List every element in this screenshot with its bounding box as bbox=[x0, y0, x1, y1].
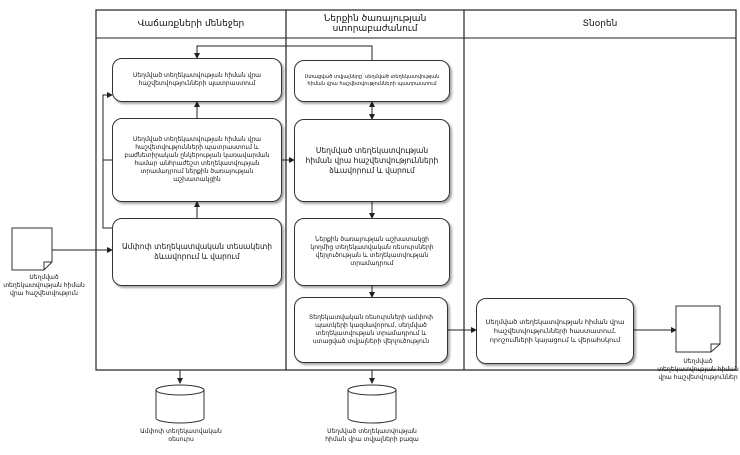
arrow-left-loop bbox=[102, 92, 113, 229]
lane-title-1: Վաճառքների մենեջեր bbox=[137, 19, 245, 29]
process-box-m2: Սեղմված տեղեկատվության հիման վրա հաշվետվ… bbox=[294, 119, 450, 202]
output-document-label: Սեղմված տեղեկատվության հիման վրա հաշվետվ… bbox=[657, 358, 739, 381]
process-box-l2: Սեղմված տեղեկատվության հիման վրա հաշվետվ… bbox=[112, 118, 282, 202]
process-box-m4: Տեղեկատվական ռեսուրսների ամփոփ պատկերի կ… bbox=[294, 297, 448, 363]
process-box-l1: Սեղմված տեղեկատվության հիման վրա հաշվետվ… bbox=[112, 58, 282, 102]
database-icon-2 bbox=[347, 384, 397, 424]
arrow-loop-top bbox=[194, 45, 373, 60]
database-label-2: Սեղմված տեղեկատվության հիման վրա տվյալնե… bbox=[325, 428, 419, 443]
process-box-l3: Ամփոփ տեղեկատվական տեսակետի ձևավորում և … bbox=[112, 218, 282, 286]
process-box-m1: Ստացված տվյալները՝ սեղմված տեղեկատվությա… bbox=[294, 60, 450, 102]
process-box-m3: Ներքին ծառայության աշխատակցի կողմից տեղե… bbox=[294, 218, 450, 286]
database-icon-1 bbox=[155, 384, 205, 424]
database-label-1: Ամփոփ տեղեկատվական ռեսուրս bbox=[140, 428, 222, 443]
lane-title-2: Ներքին ծառայության ստորաբաժանում bbox=[323, 14, 427, 34]
process-box-r1: Սեղմված տեղեկատվության հիման վրա հաշվետվ… bbox=[476, 298, 634, 364]
output-document-icon bbox=[675, 305, 721, 353]
input-document-icon bbox=[11, 227, 53, 271]
lane-title-3: Տնօրեն bbox=[582, 19, 618, 29]
pool-frame bbox=[95, 9, 737, 371]
input-document-label: Սեղմված տեղեկատվության հիման վրա հաշվետվ… bbox=[3, 274, 85, 297]
